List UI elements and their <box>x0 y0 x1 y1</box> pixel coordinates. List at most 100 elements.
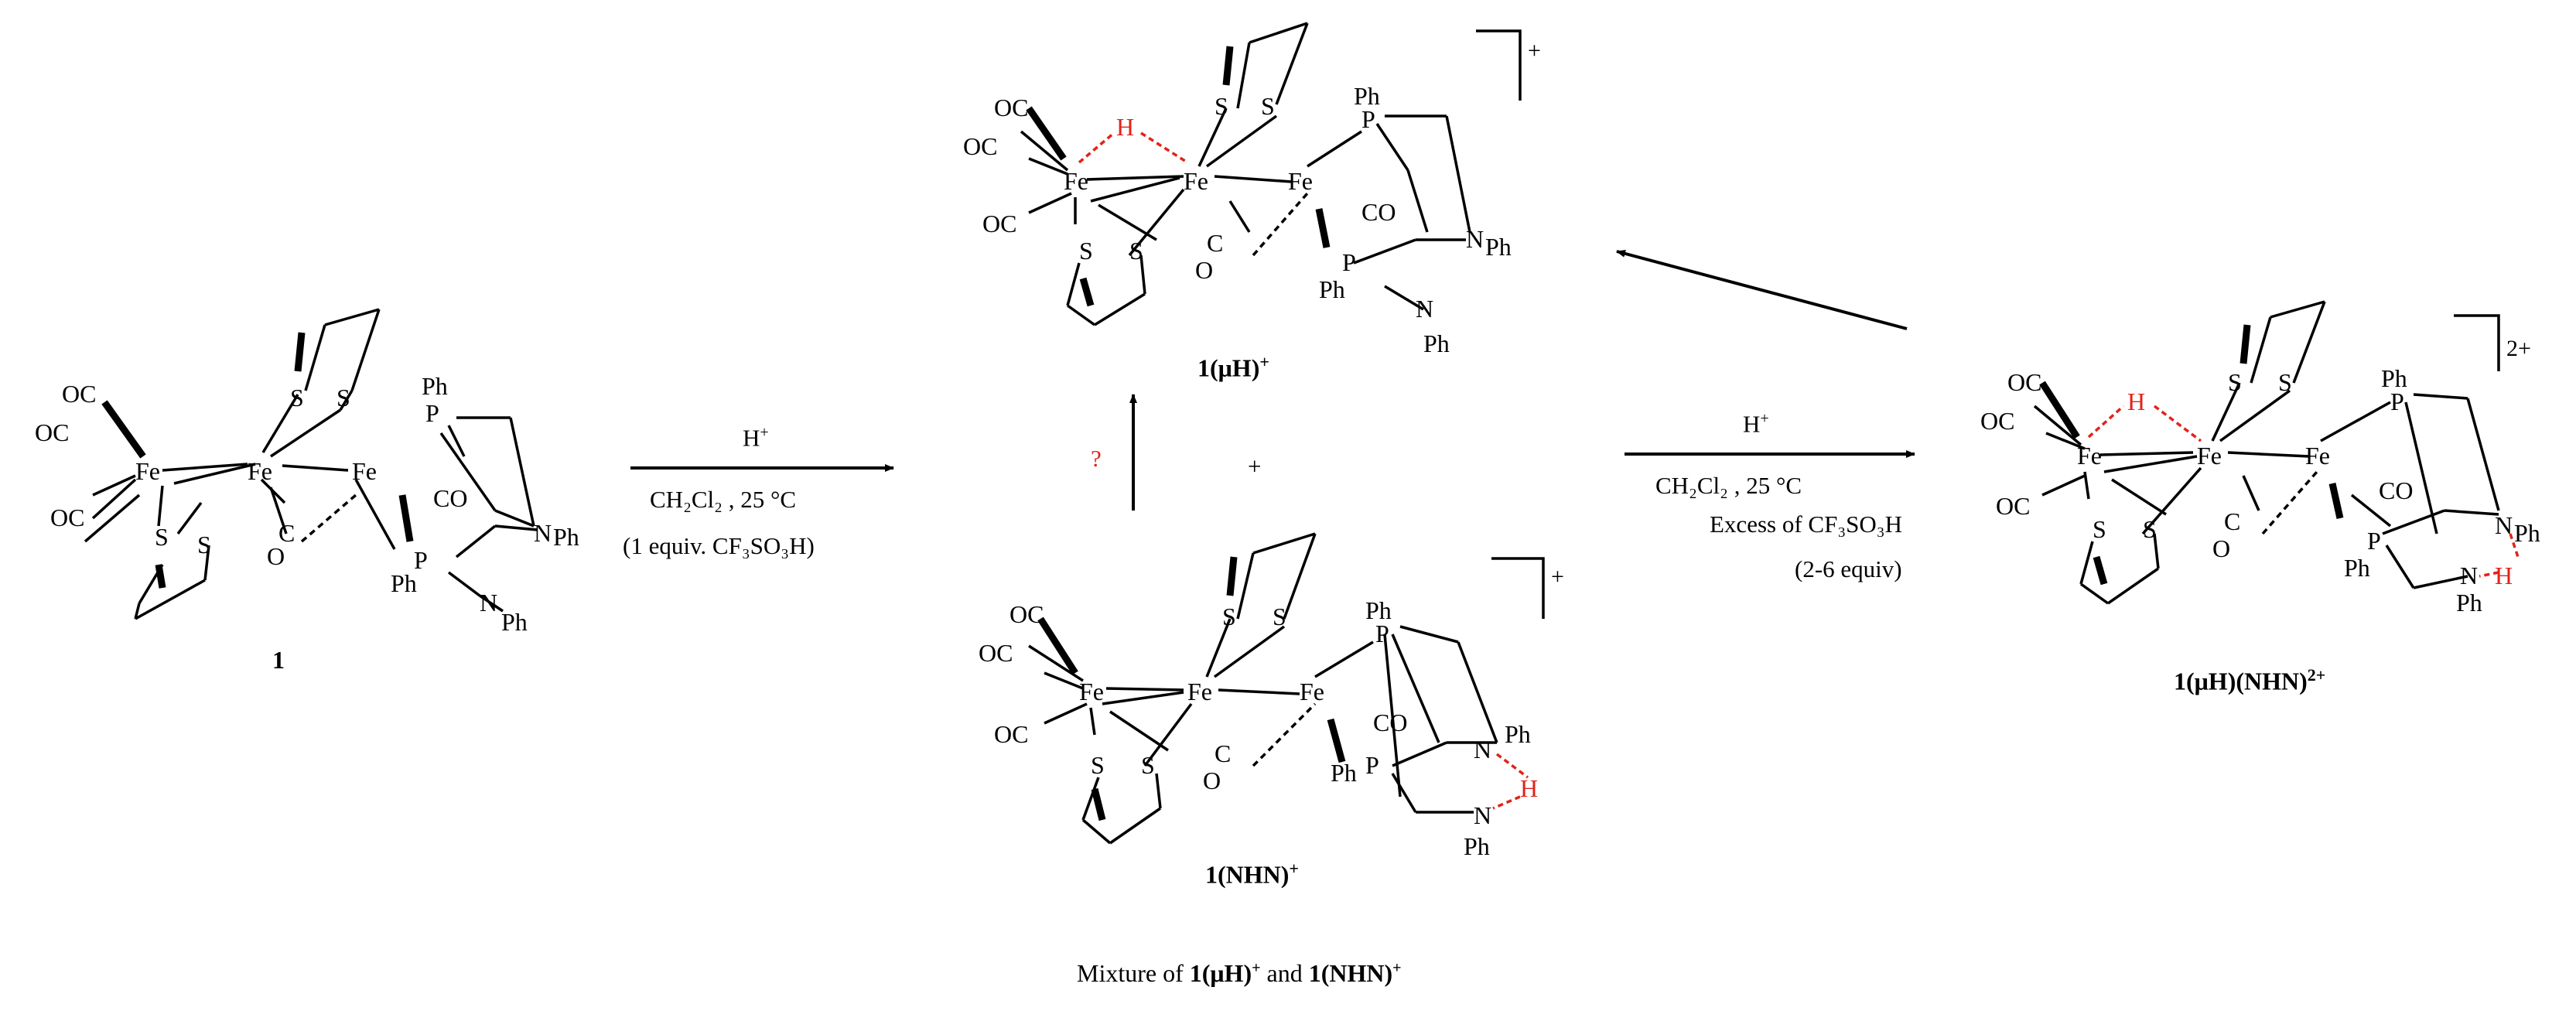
ligand-oc: OC <box>994 720 1028 748</box>
atom-s: S <box>2278 368 2292 396</box>
reaction2-equiv: (2-6 equiv) <box>1795 555 1902 582</box>
reagent-text: H <box>743 424 760 452</box>
atom-n: N <box>1466 225 1484 253</box>
ligand-co: CO <box>1361 198 1396 226</box>
atom-fe-1: Fe <box>1079 678 1104 705</box>
atom-s: S <box>290 384 304 412</box>
reaction2-excess: Excess of CF₃SO₃H <box>1710 511 1902 538</box>
ligand-co: CO <box>433 484 467 512</box>
label-compound-muH: 1(μH)+ <box>1197 352 1269 383</box>
atom-n: N <box>1474 801 1491 829</box>
atom-ph: Ph <box>1354 82 1380 110</box>
atom-ph: Ph <box>1464 832 1490 860</box>
ligand-oc: OC <box>979 639 1013 667</box>
atom-o: O <box>267 542 285 570</box>
ligand-oc: OC <box>62 380 96 408</box>
reaction1-equiv: (1 equiv. CF₃SO₃H) <box>623 532 815 559</box>
caption-joiner: and <box>1260 959 1309 987</box>
atom-fe-2: Fe <box>1187 678 1212 705</box>
question-mark: ? <box>1091 445 1102 472</box>
caption-b-charge: + <box>1392 959 1402 977</box>
ligand-oc: OC <box>1010 600 1044 628</box>
arrow-return <box>1616 250 1908 330</box>
atom-ph: Ph <box>422 372 448 400</box>
atom-h-bridge: H <box>1520 774 1538 802</box>
ligand-oc: OC <box>2007 368 2041 396</box>
atom-p: P <box>425 399 439 427</box>
label-charge: + <box>1259 352 1269 371</box>
atom-n: N <box>2495 511 2513 539</box>
atom-n: N <box>534 519 552 547</box>
atom-p: P <box>1375 620 1389 647</box>
atom-ph: Ph <box>2456 589 2482 616</box>
atom-fe-3: Fe <box>1300 678 1324 705</box>
atom-ph: Ph <box>2514 519 2540 547</box>
atom-p: P <box>1342 248 1356 276</box>
atom-n: N <box>1474 736 1491 763</box>
atom-o: O <box>1203 767 1221 794</box>
reagent-charge: + <box>1760 410 1769 427</box>
label-text: 1(μH)(NHN) <box>2174 667 2308 695</box>
atom-n: N <box>1416 295 1433 323</box>
ligand-oc: OC <box>1996 492 2030 520</box>
atom-o: O <box>1195 256 1213 284</box>
atom-ph: Ph <box>2381 364 2407 392</box>
reagent-charge: + <box>760 424 769 441</box>
atom-fe-3: Fe <box>1288 167 1313 195</box>
atom-ph: Ph <box>391 569 417 597</box>
atom-ph: Ph <box>553 523 579 551</box>
ligand-oc: OC <box>35 418 69 446</box>
reagent-text: H <box>1743 410 1761 438</box>
atom-c: C <box>2224 507 2240 535</box>
structure-compound-1-NHN: Fe Fe Fe S S S S P Ph P Ph N Ph N Ph H O… <box>979 532 1564 860</box>
ligand-oc: OC <box>50 504 84 531</box>
atom-s: S <box>1129 237 1143 265</box>
label-charge: + <box>1289 859 1299 878</box>
atom-fe-1: Fe <box>135 457 160 485</box>
atom-p: P <box>2367 527 2381 555</box>
atom-s: S <box>197 531 211 558</box>
atom-h-nhn: H <box>2495 562 2513 589</box>
ligand-co: CO <box>1373 709 1407 736</box>
atom-fe-3: Fe <box>352 457 377 485</box>
atom-h-bridge: H <box>1116 113 1134 141</box>
atom-s: S <box>1261 92 1275 120</box>
atom-p: P <box>1365 751 1379 779</box>
label-compound-nhn: 1(NHN)+ <box>1205 859 1299 890</box>
reaction1-reagent: H+ <box>743 424 769 452</box>
atom-s: S <box>337 384 350 412</box>
ligand-oc: OC <box>1980 407 2014 435</box>
atom-s: S <box>1091 751 1105 779</box>
structure-compound-1-muH-NHN: Fe Fe Fe H S S S S P Ph P Ph N Ph N Ph H… <box>1980 300 2540 616</box>
structure-compound-1-muH: Fe Fe Fe H S S S S P Ph P Ph N Ph N Ph O… <box>963 22 1541 357</box>
atom-fe-2: Fe <box>248 457 272 485</box>
atom-c: C <box>1207 229 1223 257</box>
ligand-co: CO <box>2379 476 2413 504</box>
label-compound-muH-nhn: 1(μH)(NHN)2+ <box>2174 665 2325 696</box>
atom-s: S <box>155 523 169 551</box>
charge-plus: + <box>1551 564 1564 589</box>
atom-ph: Ph <box>1331 759 1357 787</box>
atom-ph: Ph <box>1505 720 1531 748</box>
reaction2-reagent: H+ <box>1743 410 1769 438</box>
label-compound-1: 1 <box>272 646 285 675</box>
reaction1-solvent: CH₂Cl₂ , 25 °C <box>650 486 797 513</box>
atom-ph: Ph <box>1319 275 1345 303</box>
label-text: 1 <box>272 646 285 674</box>
atom-fe-1: Fe <box>2077 442 2102 470</box>
atom-ph: Ph <box>1365 596 1392 624</box>
atom-s: S <box>1273 603 1286 630</box>
atom-ph: Ph <box>2344 554 2370 582</box>
atom-c: C <box>278 519 295 547</box>
atom-ph: Ph <box>501 608 528 636</box>
structure-compound-1: Fe Fe Fe S S S S P Ph P Ph N Ph N Ph OC … <box>35 308 579 636</box>
atom-s: S <box>2228 368 2242 396</box>
atom-ph: Ph <box>1423 330 1450 357</box>
atom-fe-2: Fe <box>1184 167 1208 195</box>
atom-p: P <box>414 546 428 574</box>
atom-s: S <box>1222 603 1236 630</box>
atom-fe-1: Fe <box>1064 167 1088 195</box>
atom-n: N <box>480 589 497 616</box>
arrows <box>630 250 1915 511</box>
